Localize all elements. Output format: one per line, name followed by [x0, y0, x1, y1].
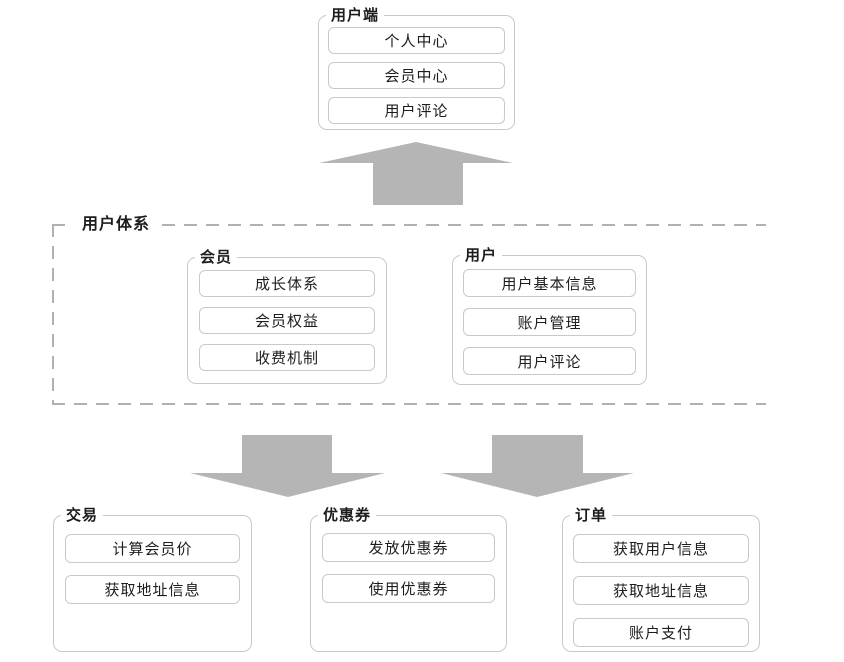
member-group: 会员 成长体系 会员权益 收费机制 — [187, 248, 387, 384]
client-group-label: 用户端 — [326, 6, 385, 25]
trade-items: 计算会员价 获取地址信息 — [54, 516, 251, 604]
user-system-border-top — [52, 224, 766, 226]
client-group: 用户端 个人中心 会员中心 用户评论 — [318, 6, 515, 130]
order-group-label: 订单 — [570, 506, 613, 525]
coupon-group-label: 优惠券 — [318, 506, 377, 525]
diagram-item: 用户基本信息 — [463, 269, 636, 297]
diagram-item: 获取地址信息 — [573, 576, 749, 605]
diagram-item: 会员中心 — [328, 62, 505, 89]
user-system-border-bottom — [52, 403, 766, 405]
coupon-group: 优惠券 发放优惠券 使用优惠券 — [310, 506, 507, 652]
diagram-item: 收费机制 — [199, 344, 375, 371]
diagram-item: 账户管理 — [463, 308, 636, 336]
diagram-item: 账户支付 — [573, 618, 749, 647]
order-items: 获取用户信息 获取地址信息 账户支付 — [563, 516, 759, 647]
user-system-label: 用户体系 — [74, 215, 159, 235]
arrow-down-right-icon — [441, 435, 634, 497]
diagram-item: 计算会员价 — [65, 534, 240, 563]
arrow-down-left-icon — [190, 435, 385, 497]
user-group: 用户 用户基本信息 账户管理 用户评论 — [452, 246, 647, 385]
diagram-item: 个人中心 — [328, 27, 505, 54]
arrow-up-icon — [319, 142, 513, 205]
order-group: 订单 获取用户信息 获取地址信息 账户支付 — [562, 506, 760, 652]
trade-group-label: 交易 — [61, 506, 104, 525]
member-items: 成长体系 会员权益 收费机制 — [188, 258, 386, 371]
user-group-label: 用户 — [460, 246, 503, 265]
coupon-items: 发放优惠券 使用优惠券 — [311, 516, 506, 603]
user-system-border-left — [52, 224, 54, 405]
user-items: 用户基本信息 账户管理 用户评论 — [453, 256, 646, 375]
client-items: 个人中心 会员中心 用户评论 — [319, 16, 514, 124]
diagram-item: 使用优惠券 — [322, 574, 495, 603]
diagram-item: 获取地址信息 — [65, 575, 240, 604]
diagram-item: 会员权益 — [199, 307, 375, 334]
diagram-item: 获取用户信息 — [573, 534, 749, 563]
diagram-item: 用户评论 — [463, 347, 636, 375]
diagram-item: 用户评论 — [328, 97, 505, 124]
diagram-item: 发放优惠券 — [322, 533, 495, 562]
member-group-label: 会员 — [195, 248, 238, 267]
trade-group: 交易 计算会员价 获取地址信息 — [53, 506, 252, 652]
diagram-item: 成长体系 — [199, 270, 375, 297]
